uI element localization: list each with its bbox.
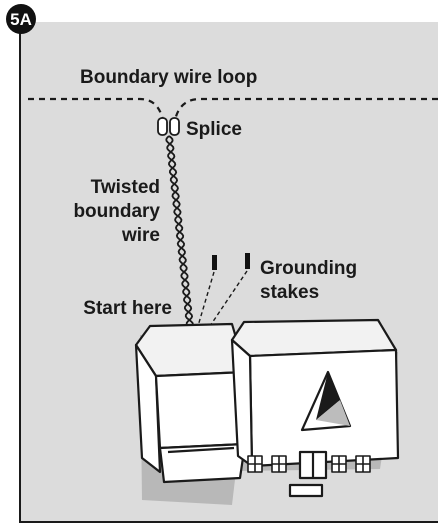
- charging-station-logo-icon: [300, 370, 352, 432]
- twisted-wire-label: Twisted boundary wire: [73, 177, 160, 246]
- boundary-wire-loop: [28, 97, 438, 121]
- splice-connector-icon: [157, 117, 180, 136]
- twisted-wire-label-line-2: boundary: [73, 201, 160, 222]
- panel-border: [19, 22, 438, 523]
- grounding-stake-icon: [212, 253, 250, 270]
- grounding-stakes-label-line-2: stakes: [260, 282, 319, 303]
- grounding-wires: [197, 270, 248, 327]
- station-windows: [247, 455, 371, 473]
- splice-label: Splice: [186, 119, 242, 140]
- twisted-boundary-wire: [165, 135, 194, 327]
- grounding-stakes-label-line-1: Grounding: [260, 258, 357, 279]
- station-receiver-block: [134, 322, 248, 378]
- charging-station: [134, 318, 400, 505]
- start-here-label: Start here: [83, 298, 172, 319]
- figure-badge: 5A: [6, 4, 36, 34]
- twisted-wire-label-line-3: wire: [121, 225, 160, 246]
- grounding-stakes-label: Grounding stakes: [260, 258, 357, 303]
- figure-badge-label: 5A: [10, 10, 32, 29]
- boundary-wire-loop-label: Boundary wire loop: [80, 67, 257, 88]
- twisted-wire-label-line-1: Twisted: [91, 177, 160, 198]
